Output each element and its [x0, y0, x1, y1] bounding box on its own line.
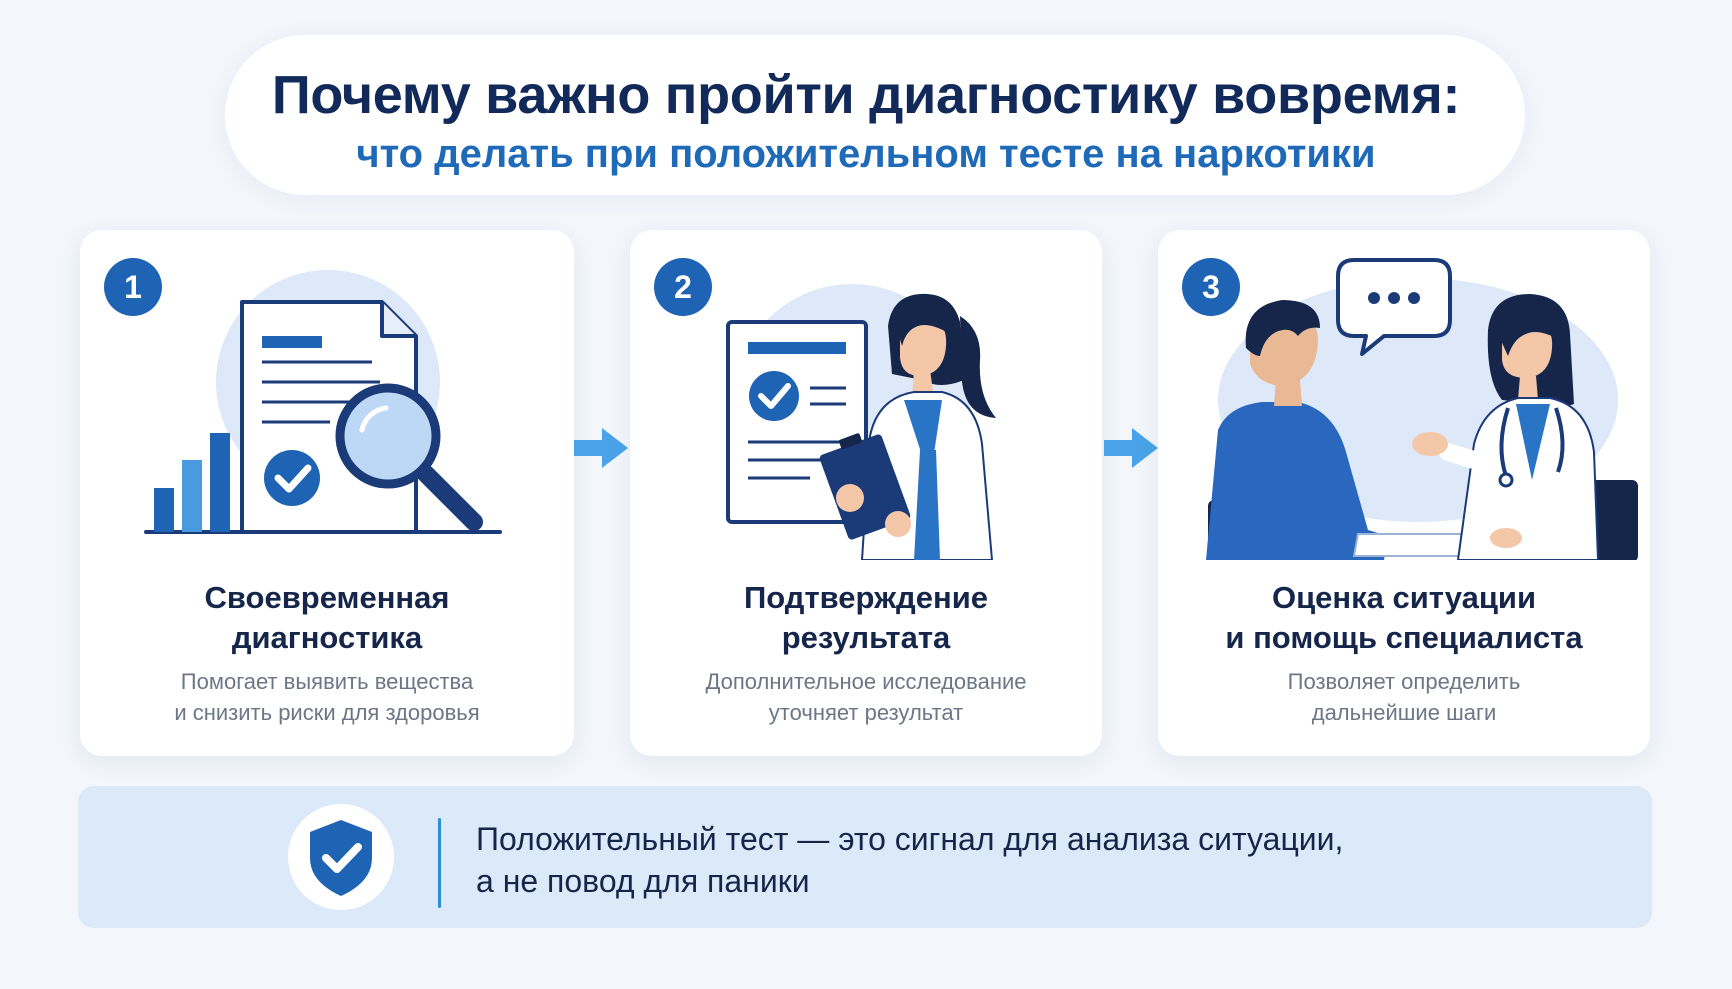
step-number-badge: 1	[104, 258, 162, 316]
consultation-icon	[1206, 258, 1638, 560]
step-card-diagnostics: 1 Своевременная диагностика Помогает выя…	[80, 230, 574, 756]
footer-divider	[438, 818, 441, 908]
step-number-badge: 3	[1182, 258, 1240, 316]
card-description: Дополнительное исследование уточняет рез…	[705, 669, 1027, 725]
shield-check-icon	[310, 820, 372, 896]
step-card-confirmation: 2 Подтверждение результата Дополнительно…	[630, 230, 1102, 756]
card-description: Помогает выявить вещества и снизить риск…	[174, 669, 480, 725]
header-banner	[225, 35, 1525, 195]
shield-badge	[288, 804, 394, 910]
step-number-badge: 2	[654, 258, 712, 316]
card-description: Позволяет определить дальнейшие шаги	[1287, 669, 1521, 725]
page-subtitle: что делать при положительном тесте на на…	[356, 132, 1376, 176]
footer-note: Положительный тест — это сигнал для анал…	[78, 786, 1652, 928]
footer-message: Положительный тест — это сигнал для анал…	[476, 821, 1344, 899]
card-title: Своевременная диагностика	[204, 580, 450, 655]
doctor-clipboard-icon	[726, 284, 996, 560]
arrow-right-icon	[1104, 428, 1158, 468]
arrow-right-icon	[574, 428, 628, 468]
document-magnifier-chart-icon	[144, 270, 502, 534]
page-title: Почему важно пройти диагностику вовремя:	[271, 65, 1461, 125]
step-card-consultation: 3 Оценка ситуации и помощь специалиста П…	[1158, 230, 1650, 756]
card-title: Подтверждение результата	[743, 580, 988, 655]
card-title: Оценка ситуации и помощь специалиста	[1225, 580, 1583, 655]
